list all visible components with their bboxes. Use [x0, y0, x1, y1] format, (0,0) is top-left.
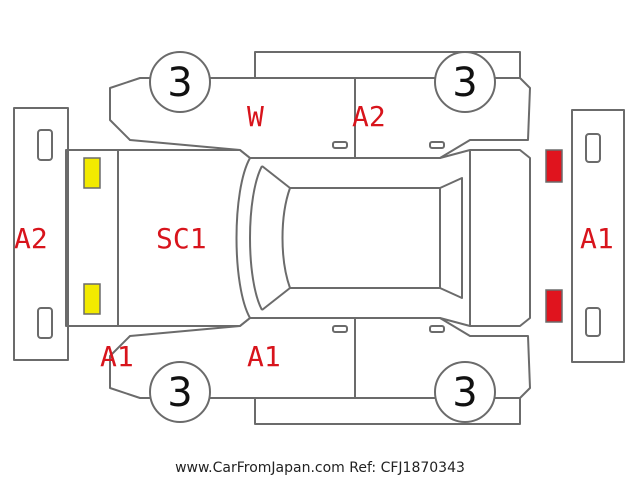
label-rear-bumper: A1 [580, 222, 614, 255]
label-roof-panel-top: A2 [352, 100, 386, 133]
rear-window [439, 150, 471, 326]
windshield [235, 157, 291, 319]
rear-lamp-lower [545, 289, 563, 323]
tire-front-right: 3 [149, 361, 211, 423]
tire-rear-right: 3 [434, 361, 496, 423]
tire-front-right-label: 3 [167, 370, 192, 416]
tire-front-left: 3 [149, 51, 211, 113]
tire-rear-left-label: 3 [452, 60, 477, 106]
front-bumper [13, 107, 69, 361]
tire-rear-left: 3 [434, 51, 496, 113]
label-front-bumper: A2 [14, 222, 48, 255]
front-lamp-upper [83, 157, 101, 189]
label-pillar-bottom: A1 [247, 340, 281, 373]
front-lamp-lower [83, 283, 101, 315]
roof [281, 187, 441, 289]
label-front-corner-bottom: A1 [100, 340, 134, 373]
rear-bumper [571, 109, 625, 363]
tire-rear-right-label: 3 [452, 370, 477, 416]
car-body [65, 149, 531, 327]
rear-lamp-upper [545, 149, 563, 183]
label-windshield: W [247, 100, 264, 133]
label-hood: SC1 [156, 222, 207, 255]
rear-lamps [545, 149, 563, 323]
tire-front-left-label: 3 [167, 60, 192, 106]
watermark-text: www.CarFromJapan.com Ref: CFJ1870343 [175, 460, 465, 476]
front-lamps [83, 157, 101, 315]
